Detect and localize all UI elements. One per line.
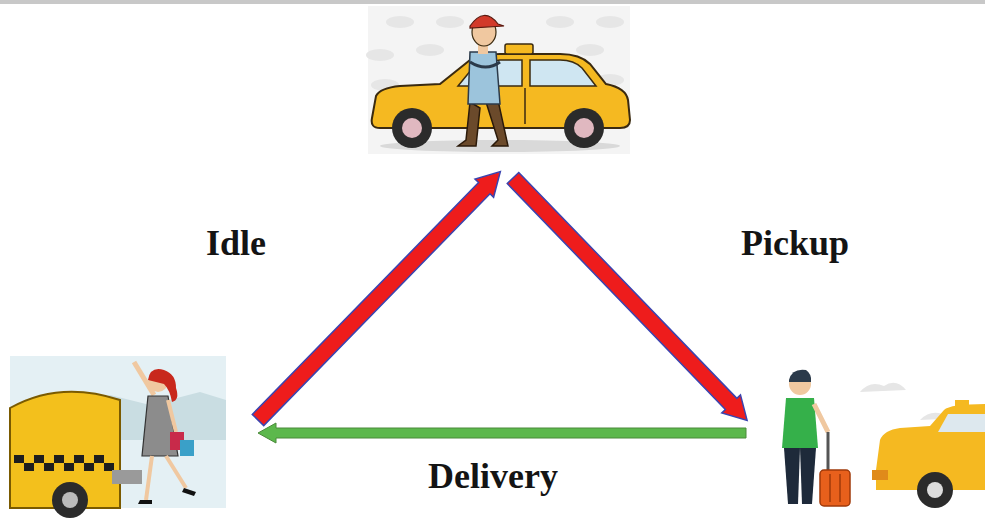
arrow-label: Idle [206, 225, 266, 261]
red-arrow [249, 163, 510, 430]
red-arrow [504, 169, 757, 429]
idle-taxi-illustration [366, 6, 630, 154]
green-arrow [258, 423, 746, 443]
hailing-illustration [10, 356, 226, 518]
arrow-label: Delivery [428, 458, 558, 494]
arrow-label: Pickup [741, 225, 849, 261]
frame-line [0, 0, 985, 4]
pickup-illustration [760, 362, 985, 508]
